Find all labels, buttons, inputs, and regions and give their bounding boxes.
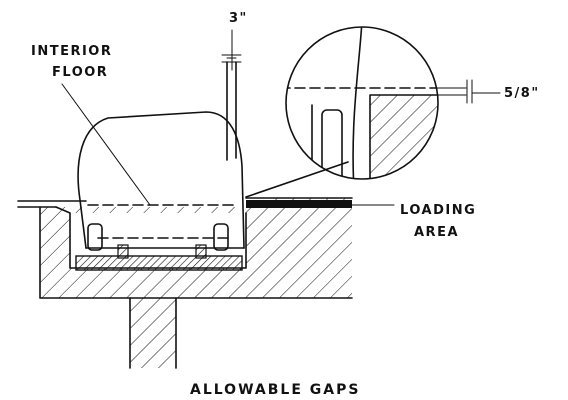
interior-floor-line: [17, 200, 87, 208]
cart-container: [77, 111, 245, 251]
horizontal-gap-label: 5/8": [504, 86, 540, 101]
interior-floor-label-line1: INTERIOR: [31, 44, 112, 59]
lift-platform: [75, 244, 243, 271]
diagram-caption: ALLOWABLE GAPS: [190, 382, 360, 398]
vertical-gap-marker: [221, 29, 242, 161]
vertical-gap-label: 3": [229, 11, 248, 26]
interior-floor-label-line2: FLOOR: [52, 65, 108, 80]
loading-area-label-line1: LOADING: [400, 203, 476, 218]
interior-floor-leader: [61, 83, 151, 206]
support-column: [129, 297, 177, 369]
loading-area-label-line2: AREA: [414, 225, 459, 240]
horizontal-gap-marker: [431, 79, 501, 104]
loading-area-surface: [245, 197, 353, 208]
detail-callout: [245, 26, 439, 198]
pit-foundation: [39, 198, 353, 299]
